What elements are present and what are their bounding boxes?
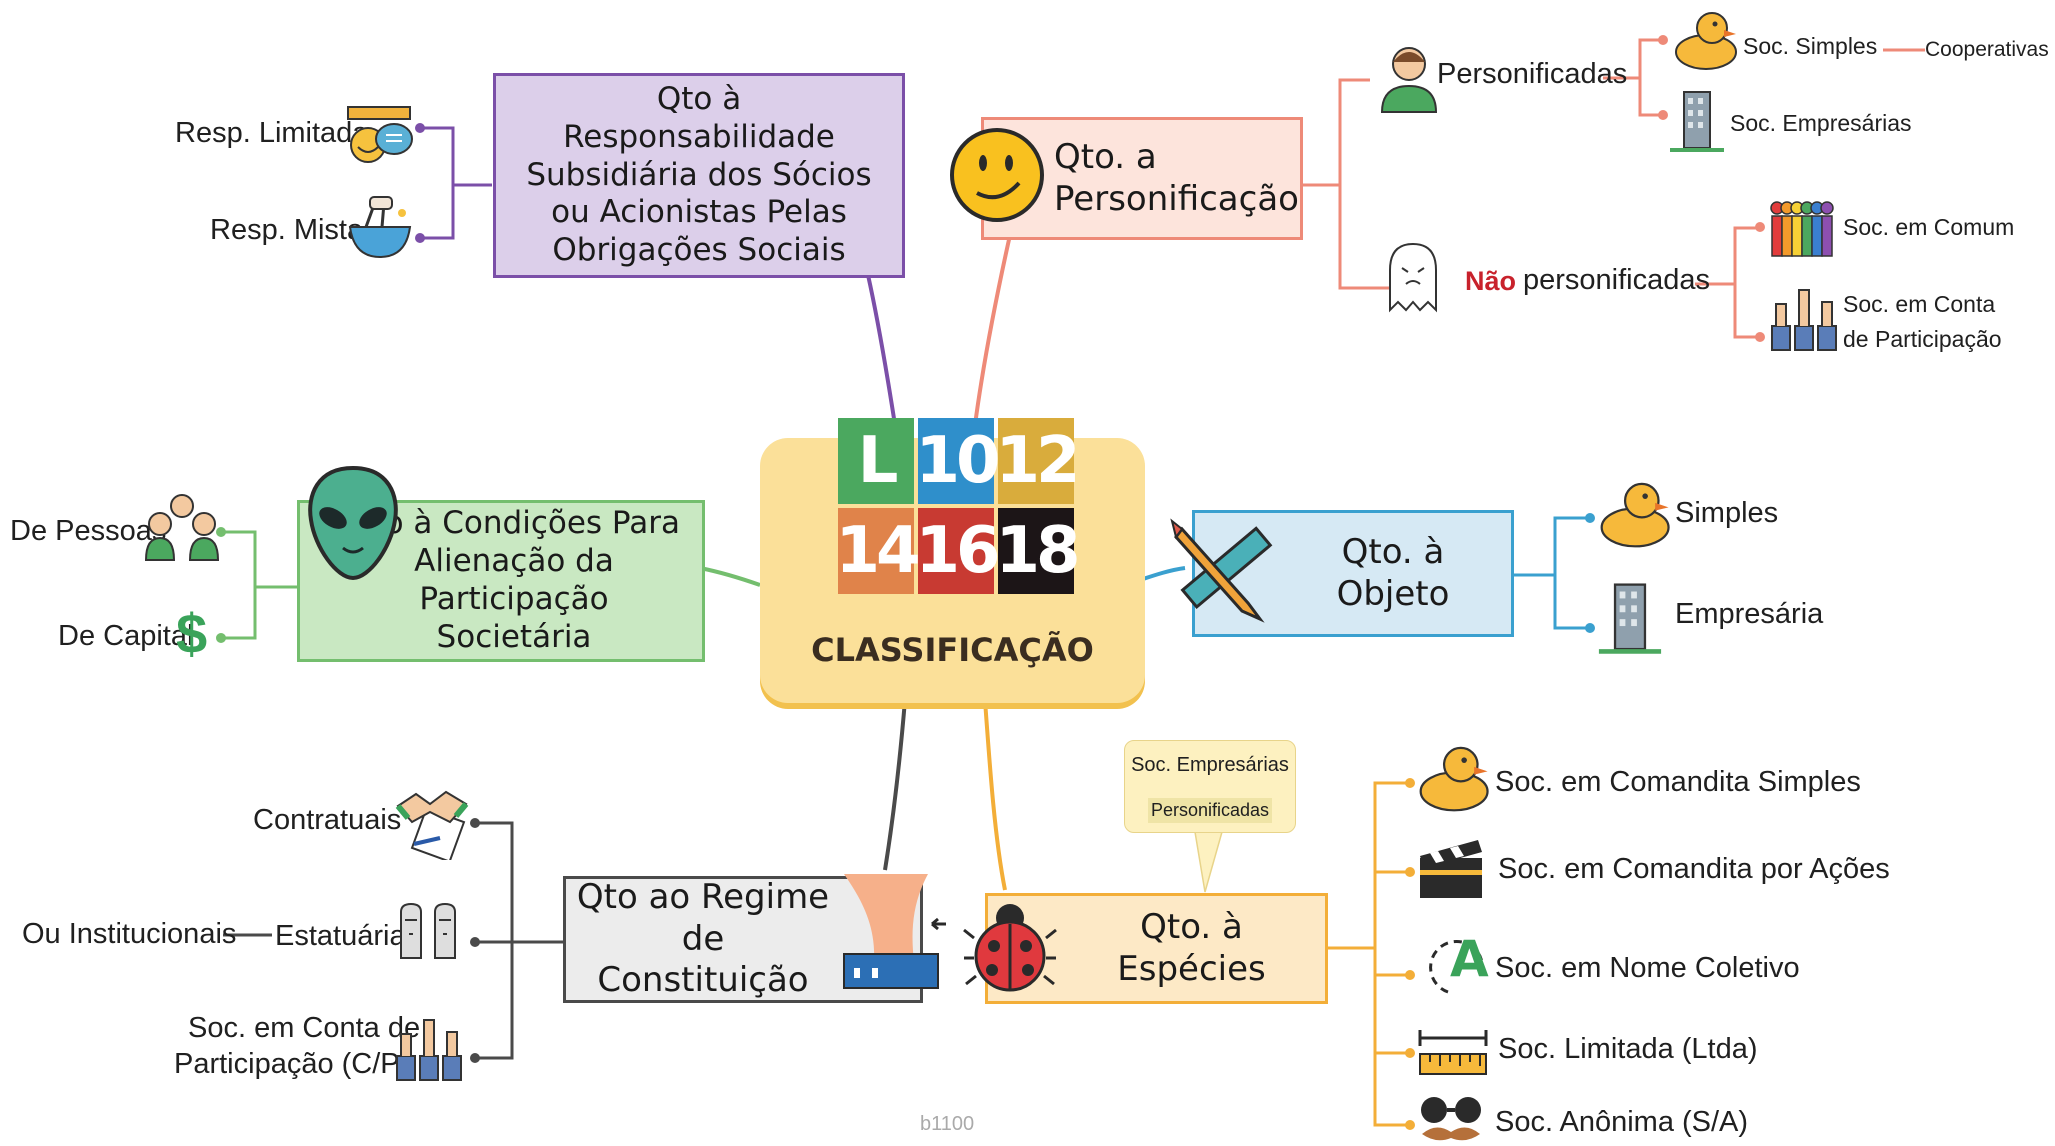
- node-personificacao-title: Qto. a Personificação: [1054, 137, 1299, 219]
- link-center-especies: [983, 699, 1007, 891]
- especie-comandita-simples: Soc. em Comandita Simples: [1495, 766, 1861, 798]
- soc-empresarias-label: Soc. Empresárias: [1730, 110, 1912, 136]
- node-especies-title: Qto. à Espécies: [1117, 907, 1266, 989]
- node-responsabilidade-title: Qto à Responsabilidade Subsidiária dos S…: [526, 80, 872, 269]
- tile-16: 16: [915, 508, 1001, 594]
- soc-conta-label-1: Soc. em Conta: [1843, 291, 1996, 317]
- callout-top-label: Soc. Empresárias: [1131, 754, 1289, 776]
- cooperativas-label: Cooperativas: [1925, 38, 2049, 61]
- tile-10: 10: [915, 418, 1001, 504]
- handshake-contract-icon: [395, 790, 469, 860]
- smiley-icon: [950, 128, 1044, 222]
- duck-icon: [1419, 746, 1489, 812]
- objeto-empresaria-label: Empresária: [1675, 598, 1824, 630]
- especie-comandita-acoes: Soc. em Comandita por Ações: [1498, 853, 1890, 885]
- link-center-responsabilidade: [866, 274, 897, 426]
- ladybug-icon: [963, 904, 1057, 992]
- node-alienacao-title: Qto à Condições Para Alienação da Partic…: [348, 505, 680, 655]
- tile-18: 18: [995, 508, 1081, 594]
- duck-icon: [1600, 482, 1670, 548]
- ruler-pencil-icon: [1170, 518, 1273, 623]
- node-responsabilidade: Qto à Responsabilidade Subsidiária dos S…: [493, 73, 905, 278]
- dollar-icon: $: [176, 602, 208, 665]
- conta-label-2: Participação (C/P): [174, 1048, 410, 1080]
- raised-hands-icon: [1771, 289, 1837, 351]
- de-pessoas-label: De Pessoas: [10, 515, 167, 547]
- waist-belt-icon: [843, 874, 946, 989]
- node-especies: Qto. à Espécies: [985, 893, 1328, 1004]
- mixer-bowl-icon: [348, 196, 412, 259]
- node-regime-title: Qto ao Regime de Constituição: [576, 877, 830, 1001]
- people-group-icon: [144, 494, 220, 561]
- soc-comum-label: Soc. em Comum: [1843, 214, 2015, 240]
- estatutaria-label: Estatuária: [275, 920, 406, 952]
- letter-a-icon: A: [1429, 930, 1489, 994]
- soc-simples-label: Soc. Simples: [1743, 33, 1878, 59]
- footer-code: b1100: [920, 1113, 975, 1135]
- duck-icon: [1675, 12, 1737, 70]
- tile-14: 14: [835, 508, 921, 594]
- svg-text:A: A: [1450, 930, 1489, 988]
- ghost-icon: [1389, 242, 1437, 313]
- nao-label: Não: [1465, 266, 1517, 296]
- clapperboard-icon: [1420, 840, 1482, 898]
- node-objeto-title: Qto. à Objeto: [1336, 532, 1450, 614]
- tile-12: 12: [995, 418, 1081, 504]
- measuring-ruler-icon: [1418, 1030, 1488, 1075]
- disguise-glasses-icon: [1421, 1097, 1481, 1141]
- especie-nome-coletivo: Soc. em Nome Coletivo: [1495, 952, 1800, 984]
- person-icon: [1380, 47, 1438, 113]
- tile-l: L: [838, 418, 914, 504]
- contratuais-label: Contratuais: [253, 804, 402, 836]
- objeto-simples-label: Simples: [1675, 497, 1779, 529]
- callout-bottom-label: Personificadas: [1148, 798, 1272, 823]
- especie-limitada: Soc. Limitada (Ltda): [1498, 1033, 1758, 1065]
- link-center-alienacao: [699, 566, 761, 587]
- de-capital-label: De Capital: [58, 620, 194, 652]
- especie-anonima: Soc. Anônima (S/A): [1495, 1106, 1749, 1138]
- raised-hands-icon: [396, 1019, 462, 1081]
- link-center-regime: [883, 699, 907, 871]
- link-center-personificacao: [973, 234, 1012, 426]
- resp-mista: Resp. Mista: [210, 214, 364, 246]
- crowd-icon: [1770, 201, 1834, 257]
- personificadas-label: Personificadas: [1437, 58, 1628, 90]
- node-objeto: Qto. à Objeto: [1192, 510, 1514, 637]
- resp-limitada: Resp. Limitada: [175, 117, 369, 149]
- moai-statues-icon: [400, 902, 456, 959]
- soc-conta-label-2: de Participação: [1843, 326, 2002, 352]
- conta-label-1: Soc. em Conta de: [188, 1012, 421, 1044]
- alien-icon: [308, 465, 398, 581]
- building-icon: [1670, 91, 1724, 152]
- building-icon: [1598, 583, 1662, 654]
- ruler-chat-icon: [347, 106, 413, 163]
- institucionais-label: Ou Institucionais: [22, 918, 237, 950]
- center-title: CLASSIFICAÇÃO: [811, 631, 1094, 669]
- nao-personificadas-label: personificadas: [1523, 264, 1710, 296]
